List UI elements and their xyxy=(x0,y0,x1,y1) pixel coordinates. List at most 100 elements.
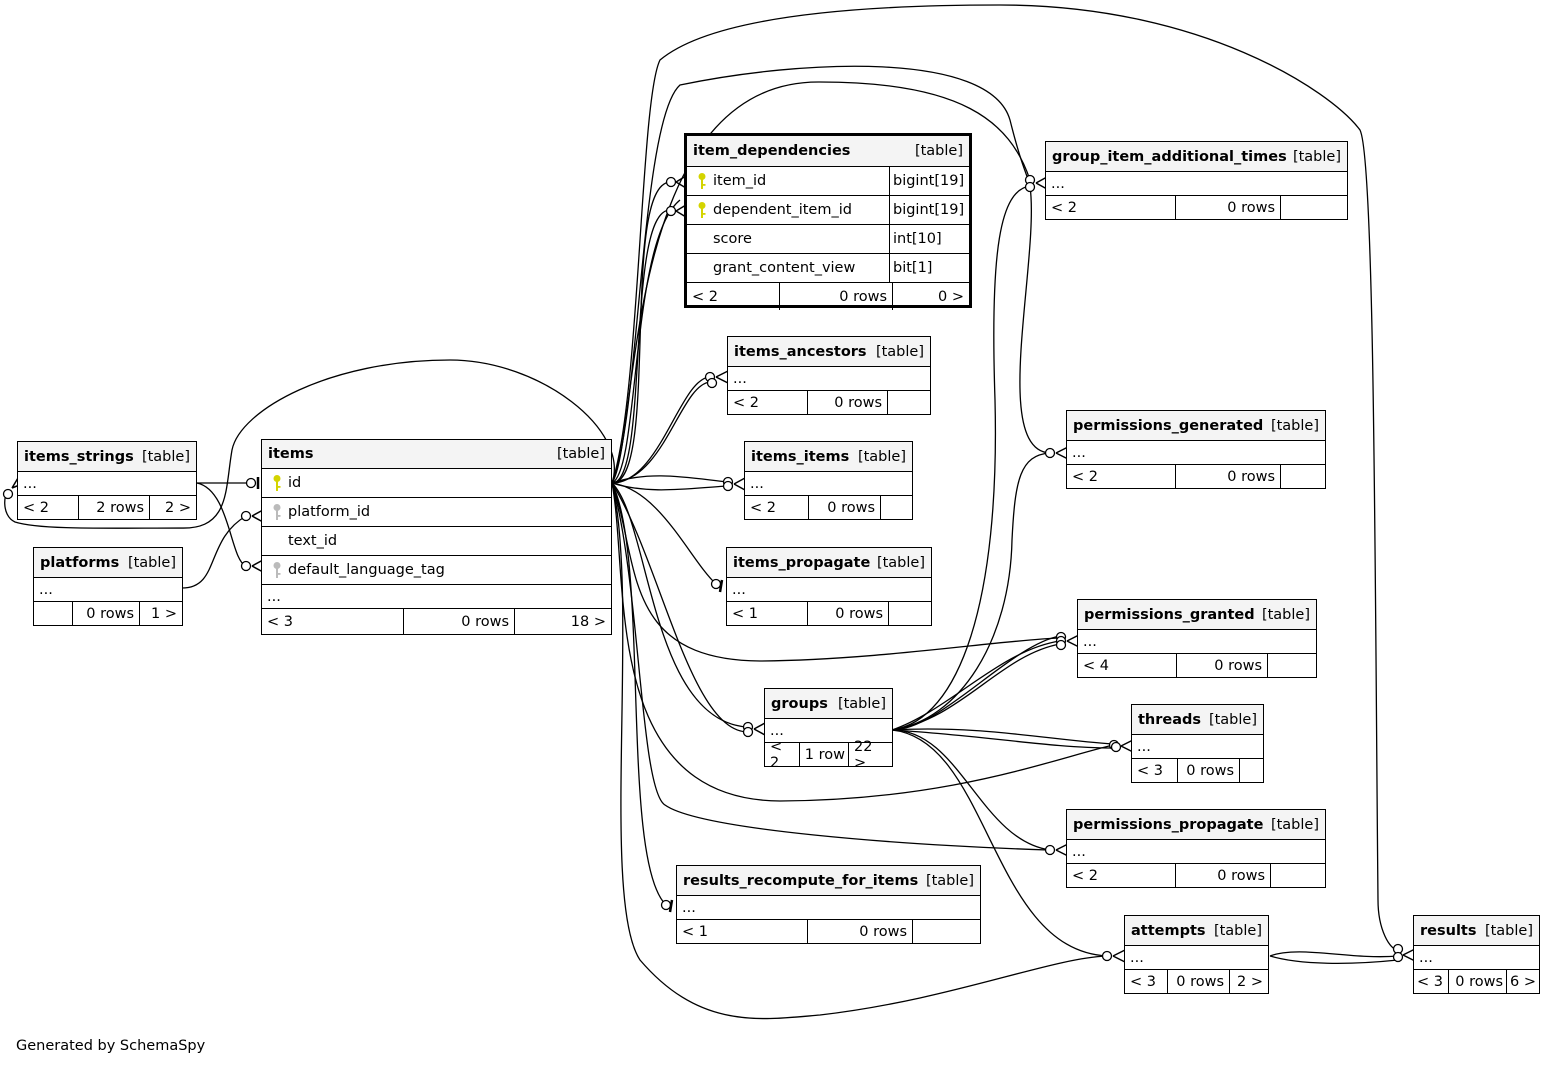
parents-link[interactable]: < 1 xyxy=(682,923,708,940)
more-columns[interactable]: ... xyxy=(1125,946,1268,970)
more-columns[interactable]: ... xyxy=(677,896,980,920)
children-link[interactable] xyxy=(1280,196,1347,219)
parents-link[interactable]: < 2 xyxy=(1072,867,1098,884)
parents-link[interactable]: < 4 xyxy=(1083,657,1109,674)
more-columns[interactable]: ... xyxy=(1414,946,1539,970)
table-name: threads xyxy=(1138,711,1202,728)
edge-groups-gia-times xyxy=(891,185,1031,731)
more-columns[interactable]: ... xyxy=(728,367,930,391)
column-name: text_id xyxy=(288,533,338,549)
table-name: items_strings xyxy=(24,448,134,465)
more-columns[interactable]: ... xyxy=(1046,172,1347,196)
children-link[interactable]: 0 > xyxy=(892,283,969,310)
more-columns[interactable]: ... xyxy=(34,578,182,602)
foreign-key-icon xyxy=(266,503,288,521)
children-link[interactable] xyxy=(880,496,912,519)
table-type: [table] xyxy=(837,695,886,712)
column-row[interactable]: id xyxy=(262,469,611,498)
edge-items-attempts xyxy=(611,482,1108,1020)
edge-groups-threads xyxy=(891,728,1114,745)
children-link[interactable] xyxy=(888,602,931,625)
table-threads[interactable]: threads [table] ... < 3 0 rows xyxy=(1131,704,1264,783)
table-footer: < 2 0 rows xyxy=(745,496,912,519)
column-name: dependent_item_id xyxy=(713,202,852,218)
table-results[interactable]: results [table] ... < 3 0 rows 6 > xyxy=(1413,915,1540,994)
table-items[interactable]: items [table] id platform_id text_id def… xyxy=(261,439,612,635)
more-columns[interactable]: ... xyxy=(1078,630,1316,654)
more-columns[interactable]: ... xyxy=(765,719,892,743)
table-results-recompute-for-items[interactable]: results_recompute_for_items [table] ... … xyxy=(676,865,981,944)
more-columns[interactable]: ... xyxy=(727,578,931,602)
column-row[interactable]: grant_content_view bit[1] xyxy=(687,254,969,283)
parents-link[interactable]: < 2 xyxy=(770,738,783,771)
table-permissions-generated[interactable]: permissions_generated [table] ... < 2 0 … xyxy=(1066,410,1326,489)
children-link[interactable]: 6 > xyxy=(1506,970,1539,993)
children-link[interactable] xyxy=(1267,654,1316,677)
edge-attempts-results xyxy=(1269,951,1399,958)
row-count: 2 rows xyxy=(78,496,149,519)
more-columns[interactable]: ... xyxy=(1067,840,1325,864)
table-header: items_items [table] xyxy=(745,442,912,472)
children-link[interactable]: 1 > xyxy=(139,602,182,625)
table-items-ancestors[interactable]: items_ancestors [table] ... < 2 0 rows xyxy=(727,336,931,415)
table-permissions-granted[interactable]: permissions_granted [table] ... < 4 0 ro… xyxy=(1077,599,1317,678)
parents-link[interactable]: < 3 xyxy=(1137,762,1163,779)
children-link[interactable] xyxy=(1239,759,1263,782)
table-groups[interactable]: groups [table] ... < 2 1 row 22 > xyxy=(764,688,893,771)
column-row[interactable]: default_language_tag xyxy=(262,556,611,585)
children-link[interactable] xyxy=(912,920,980,943)
more-columns[interactable]: ... xyxy=(1132,735,1263,759)
children-link[interactable]: 2 > xyxy=(1229,970,1268,993)
more-columns[interactable]: ... xyxy=(262,585,611,609)
column-row[interactable]: text_id xyxy=(262,527,611,556)
parents-link[interactable]: < 3 xyxy=(1130,973,1156,990)
table-header: items_ancestors [table] xyxy=(728,337,930,367)
parents-link[interactable]: < 1 xyxy=(732,605,758,622)
parents-link[interactable] xyxy=(34,602,72,625)
more-columns[interactable]: ... xyxy=(18,472,196,496)
table-footer: < 1 0 rows xyxy=(727,602,931,625)
edge-items-permissions-propagate xyxy=(611,482,1049,851)
table-header: items_strings [table] xyxy=(18,442,196,472)
table-platforms[interactable]: platforms [table] ... 0 rows 1 > xyxy=(33,547,183,626)
column-row[interactable]: dependent_item_id bigint[19] xyxy=(687,196,969,225)
table-header: threads [table] xyxy=(1132,705,1263,735)
parents-link[interactable]: < 2 xyxy=(1051,199,1077,216)
table-type: [table] xyxy=(1484,922,1533,939)
parents-link[interactable]: < 2 xyxy=(750,499,776,516)
table-item-dependencies[interactable]: item_dependencies [table] item_id bigint… xyxy=(684,133,972,310)
children-link[interactable] xyxy=(1280,465,1325,488)
parents-link[interactable]: < 2 xyxy=(23,499,49,516)
table-header: items [table] xyxy=(262,440,611,469)
more-columns[interactable]: ... xyxy=(745,472,912,496)
table-header: platforms [table] xyxy=(34,548,182,578)
column-name: id xyxy=(288,475,302,491)
table-name: attempts xyxy=(1131,922,1206,939)
column-row[interactable]: item_id bigint[19] xyxy=(687,167,969,196)
parents-link[interactable]: < 3 xyxy=(1417,973,1443,990)
parents-link[interactable]: < 3 xyxy=(267,613,293,630)
children-link[interactable] xyxy=(887,391,930,414)
table-footer: < 2 0 rows xyxy=(728,391,930,414)
more-columns[interactable]: ... xyxy=(1067,441,1325,465)
table-header: items_propagate [table] xyxy=(727,548,931,578)
row-count: 0 rows xyxy=(1177,759,1239,782)
children-link[interactable]: 18 > xyxy=(514,609,611,634)
table-footer: < 2 0 rows xyxy=(1046,196,1347,219)
table-items-propagate[interactable]: items_propagate [table] ... < 1 0 rows xyxy=(726,547,932,626)
children-link[interactable]: 2 > xyxy=(149,496,196,519)
table-footer: < 1 0 rows xyxy=(677,920,980,943)
parents-link[interactable]: < 2 xyxy=(1072,468,1098,485)
column-row[interactable]: platform_id xyxy=(262,498,611,527)
children-link[interactable] xyxy=(1270,864,1325,887)
table-attempts[interactable]: attempts [table] ... < 3 0 rows 2 > xyxy=(1124,915,1269,994)
column-row[interactable]: score int[10] xyxy=(687,225,969,254)
children-link[interactable]: 22 > xyxy=(848,739,892,771)
table-permissions-propagate[interactable]: permissions_propagate [table] ... < 2 0 … xyxy=(1066,809,1326,888)
parents-link[interactable]: < 2 xyxy=(733,394,759,411)
parents-link[interactable]: < 2 xyxy=(692,288,718,305)
table-footer: < 3 0 rows 2 > xyxy=(1125,970,1268,993)
table-items-strings[interactable]: items_strings [table] ... < 2 2 rows 2 > xyxy=(17,441,197,520)
table-items-items[interactable]: items_items [table] ... < 2 0 rows xyxy=(744,441,913,520)
table-group-item-additional-times[interactable]: group_item_additional_times [table] ... … xyxy=(1045,141,1348,220)
